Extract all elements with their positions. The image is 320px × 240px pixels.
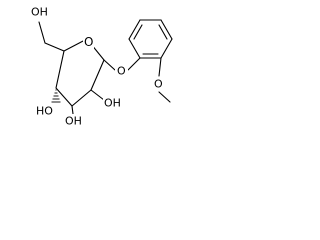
bond-c2-c3 (71, 89, 92, 107)
bond-c2-oh (90, 89, 105, 101)
double-bond-ar5-ar6 (133, 24, 143, 40)
methoxy-group (158, 57, 171, 103)
double-bond-ar3-ar4 (158, 24, 168, 40)
bond-c6-o6 (38, 21, 46, 44)
molecule-structure: OH O O O OH OH HO (31, 5, 173, 128)
atom-label-c2-hydroxyl: OH (104, 97, 121, 110)
bond-ar5-ar6 (128, 19, 141, 40)
bond-c4-c5 (55, 50, 65, 89)
bond-ar6-ar1 (128, 38, 141, 59)
bond-c3-c4 (55, 87, 73, 107)
bond-c1-glycosidic-o (103, 59, 116, 71)
atom-label-methoxy-oxygen: O (154, 78, 163, 91)
bond-ar3-ar4 (160, 19, 173, 40)
bond-c5-ring-o (63, 39, 86, 52)
bond-c5-c6 (44, 42, 65, 52)
bond-c1-c2 (90, 59, 105, 91)
atom-label-glycosidic-oxygen: O (117, 65, 126, 78)
sugar-substituents (38, 21, 116, 115)
atom-label-ring-oxygen: O (84, 35, 93, 49)
bond-methoxy-o-ch3 (158, 91, 171, 103)
atom-label-c3-hydroxyl: OH (65, 115, 82, 128)
hashed-bond-c4-oh (51, 89, 61, 103)
bond-ar2-methoxy-o (158, 57, 162, 77)
benzene-ring (127, 19, 173, 71)
bond-ar2-ar3 (160, 38, 173, 59)
bond-c3-oh (71, 105, 74, 115)
bond-glycosidic-o-ar1 (127, 57, 141, 71)
pyranose-ring (55, 39, 105, 107)
atom-labels: OH O O O OH OH HO (31, 5, 165, 128)
atom-label-c4-hydroxyl: HO (36, 105, 53, 118)
atom-label-c6-hydroxyl: OH (31, 6, 48, 19)
